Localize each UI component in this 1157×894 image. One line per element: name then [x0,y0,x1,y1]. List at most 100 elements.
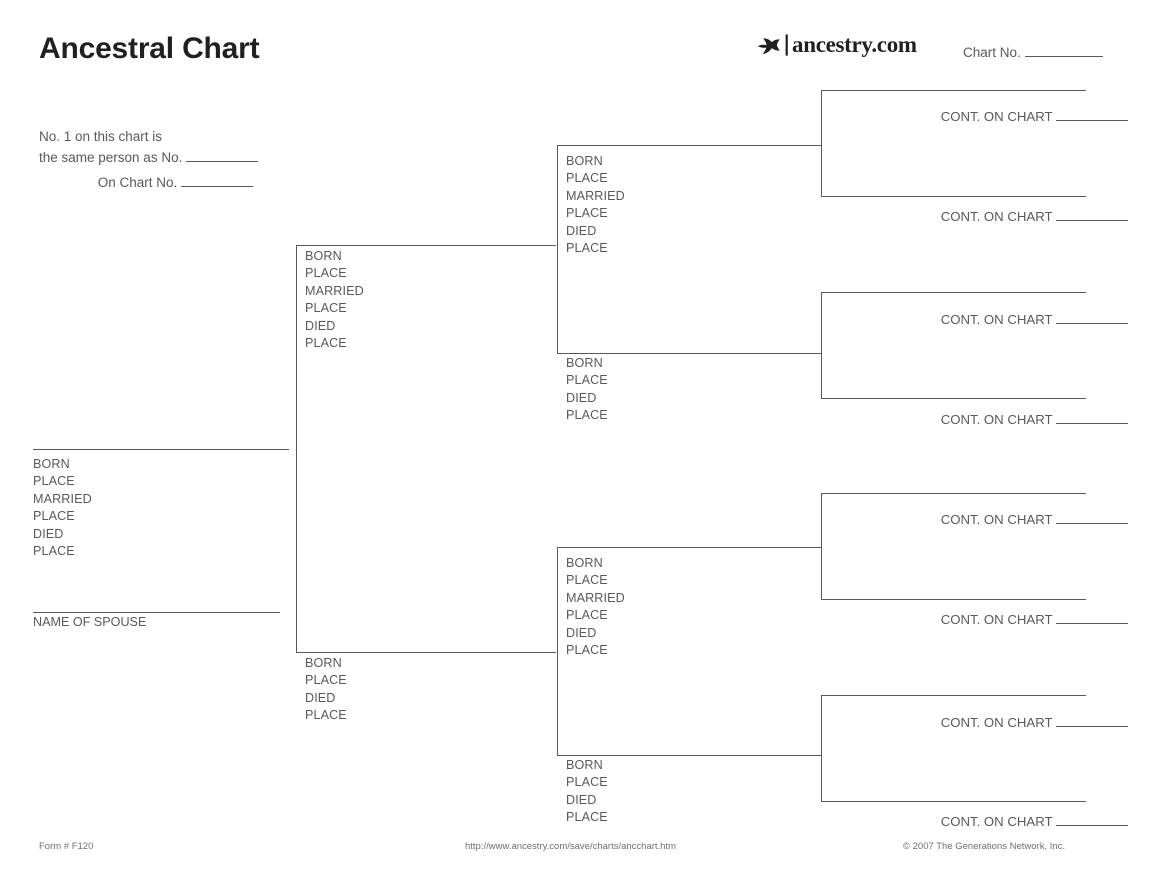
person-5-name-line[interactable] [557,353,821,354]
person-8-name-line[interactable] [821,90,1086,91]
person-1-born-label: BORN [33,457,70,471]
chart-no-blank[interactable] [1024,56,1103,57]
ancestry-wordmark: ancestry.com [792,32,917,57]
gen4-bracket-1-vertical [821,90,822,196]
person-2-place1-label: PLACE [305,266,347,281]
person-11-cont-blank[interactable] [1056,423,1128,424]
on-chart-no-blank[interactable] [181,186,253,187]
person-5-born-label: BORN [566,356,603,370]
person-1-spouse-label: NAME OF SPOUSE [33,615,147,629]
gen4-bracket-3-vertical [821,493,822,599]
footer-form-number: Form # F120 [39,841,94,852]
person-1-name-line[interactable] [33,449,289,450]
person-15-name-line[interactable] [821,801,1086,802]
person-1-place2-label: PLACE [33,509,75,524]
person-9-cont-field[interactable]: CONT. ON CHART [880,209,1128,224]
person-11-name-line[interactable] [821,398,1086,399]
person-7-died-label: DIED [566,792,597,807]
person-13-cont-blank[interactable] [1056,623,1128,624]
person-10-cont-field[interactable]: CONT. ON CHART [880,312,1128,327]
person-4-fields: BORN PLACE MARRIED PLACE DIED PLACE [566,153,625,257]
same-person-line-2: the same person as No. [39,147,259,168]
person-11-cont-field[interactable]: CONT. ON CHART [880,412,1128,427]
person-2-died-label: DIED [305,318,336,333]
person-7-name-line[interactable] [557,755,821,756]
person-3-place2-label: PLACE [305,708,347,723]
person-3-place1-label: PLACE [305,673,347,688]
same-person-blank[interactable] [186,161,259,162]
person-14-name-line[interactable] [821,695,1086,696]
person-5-fields: BORN PLACE DIED PLACE [566,355,608,425]
person-2-name-line[interactable] [296,245,556,246]
person-3-died-label: DIED [305,690,336,705]
same-person-note: No. 1 on this chart is the same person a… [39,126,259,168]
gen3-lower-bracket-vertical [557,547,558,755]
person-9-name-line[interactable] [821,196,1086,197]
person-3-fields: BORN PLACE DIED PLACE [305,655,347,725]
chart-no-field[interactable]: Chart No. [963,45,1103,60]
leaf-icon [757,34,788,56]
person-15-cont-label: CONT. ON CHART [940,814,1053,829]
person-12-name-line[interactable] [821,493,1086,494]
footer-url: http://www.ancestry.com/save/charts/ancc… [465,841,677,852]
person-2-place3-label: PLACE [305,336,347,351]
gen3-upper-bracket-vertical [557,145,558,353]
person-15-cont-field[interactable]: CONT. ON CHART [880,814,1128,829]
person-6-died-label: DIED [566,625,597,640]
person-10-cont-label: CONT. ON CHART [940,312,1053,327]
person-4-born-label: BORN [566,154,603,168]
person-1-place3-label: PLACE [33,544,75,559]
person-4-name-line[interactable] [557,145,821,146]
person-6-married-label: MARRIED [566,590,625,605]
person-11-cont-label: CONT. ON CHART [940,412,1053,427]
person-4-died-label: DIED [566,223,597,238]
person-6-fields: BORN PLACE MARRIED PLACE DIED PLACE [566,555,625,659]
person-4-married-label: MARRIED [566,188,625,203]
person-1-fields: BORN PLACE MARRIED PLACE DIED PLACE [33,456,92,560]
person-2-married-label: MARRIED [305,283,364,298]
gen2-bracket-vertical [296,245,297,652]
person-10-cont-blank[interactable] [1056,323,1128,324]
same-person-line-1: No. 1 on this chart is [39,129,163,144]
person-6-place1-label: PLACE [566,573,608,588]
person-8-cont-field[interactable]: CONT. ON CHART [880,109,1128,124]
person-10-name-line[interactable] [821,292,1086,293]
person-12-cont-field[interactable]: CONT. ON CHART [880,512,1128,527]
person-9-cont-label: CONT. ON CHART [940,209,1053,224]
ancestry-logo: ancestry.com [757,31,917,59]
on-chart-no-field[interactable]: On Chart No. [39,175,253,190]
person-14-cont-label: CONT. ON CHART [940,715,1053,730]
person-4-place3-label: PLACE [566,241,608,256]
person-8-cont-blank[interactable] [1056,120,1128,121]
person-14-cont-blank[interactable] [1056,726,1128,727]
same-person-label: the same person as No. [39,150,183,165]
person-13-cont-label: CONT. ON CHART [940,612,1053,627]
person-2-born-label: BORN [305,249,342,263]
person-6-name-line[interactable] [557,547,821,548]
person-15-cont-blank[interactable] [1056,825,1128,826]
person-5-place2-label: PLACE [566,408,608,423]
person-8-cont-label: CONT. ON CHART [940,109,1053,124]
person-1-married-label: MARRIED [33,491,92,506]
person-9-cont-blank[interactable] [1056,220,1128,221]
person-2-fields: BORN PLACE MARRIED PLACE DIED PLACE [305,248,364,352]
person-12-cont-label: CONT. ON CHART [940,512,1053,527]
person-6-born-label: BORN [566,556,603,570]
person-7-place1-label: PLACE [566,775,608,790]
person-13-cont-field[interactable]: CONT. ON CHART [880,612,1128,627]
person-12-cont-blank[interactable] [1056,523,1128,524]
person-5-place1-label: PLACE [566,373,608,388]
person-1-place1-label: PLACE [33,474,75,489]
person-6-place2-label: PLACE [566,608,608,623]
person-6-place3-label: PLACE [566,643,608,658]
person-3-name-line[interactable] [296,652,556,653]
person-1-spouse-line[interactable] [33,612,280,613]
person-14-cont-field[interactable]: CONT. ON CHART [880,715,1128,730]
on-chart-no-label: On Chart No. [97,175,178,190]
person-4-place1-label: PLACE [566,171,608,186]
person-1-died-label: DIED [33,526,64,541]
person-13-name-line[interactable] [821,599,1086,600]
page-title: Ancestral Chart [39,32,260,65]
footer-copyright: © 2007 The Generations Network, Inc. [903,841,1066,852]
